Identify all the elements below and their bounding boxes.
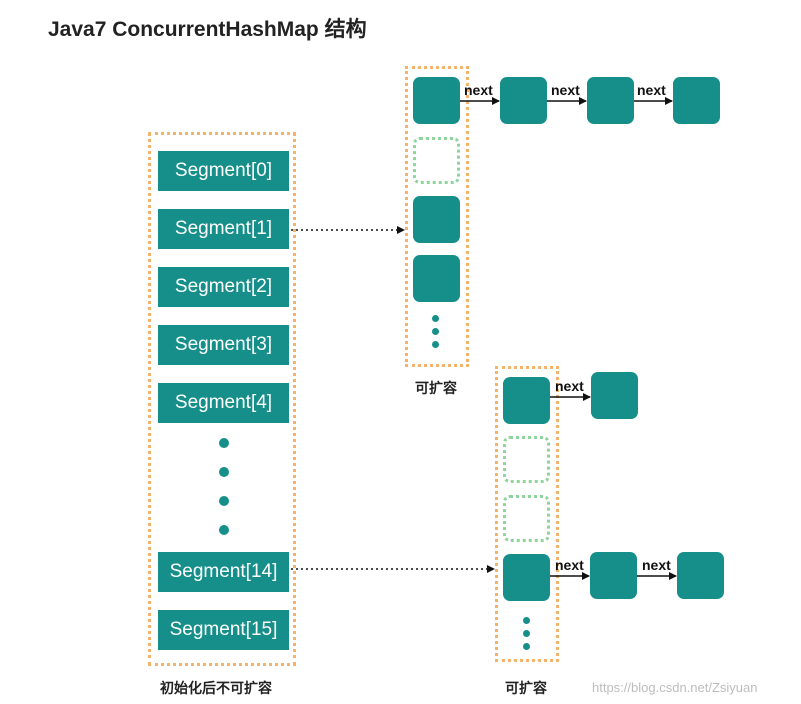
list-node — [673, 77, 720, 124]
table-bottom-slot-0 — [503, 377, 550, 424]
list-node — [587, 77, 634, 124]
ellipsis-dot — [219, 525, 229, 535]
next-label: next — [464, 82, 493, 98]
next-label: next — [555, 557, 584, 573]
segment-array-caption: 初始化后不可扩容 — [160, 680, 272, 696]
ellipsis-dot — [432, 315, 439, 322]
diagram-title: Java7 ConcurrentHashMap 结构 — [48, 18, 367, 41]
next-label: next — [555, 378, 584, 394]
ellipsis-dot — [219, 438, 229, 448]
segment-0: Segment[0] — [158, 151, 289, 191]
list-node — [591, 372, 638, 419]
segment-1: Segment[1] — [158, 209, 289, 249]
segment-3: Segment[3] — [158, 325, 289, 365]
table-bottom-slot-empty — [503, 495, 550, 542]
ellipsis-dot — [432, 328, 439, 335]
table-top-caption: 可扩容 — [415, 380, 457, 396]
table-top-slot-empty — [413, 137, 460, 184]
hash-table-bottom-frame — [495, 366, 559, 662]
list-node — [677, 552, 724, 599]
segment-15: Segment[15] — [158, 610, 289, 650]
table-bottom-slot-3 — [503, 554, 550, 601]
next-label: next — [642, 557, 671, 573]
list-node — [500, 77, 547, 124]
ellipsis-dot — [523, 630, 530, 637]
table-bottom-slot-empty — [503, 436, 550, 483]
table-top-slot-0 — [413, 77, 460, 124]
segment-array-frame — [148, 132, 296, 666]
next-label: next — [637, 82, 666, 98]
segment-14: Segment[14] — [158, 552, 289, 592]
segment-2: Segment[2] — [158, 267, 289, 307]
ellipsis-dot — [523, 643, 530, 650]
ellipsis-dot — [219, 496, 229, 506]
ellipsis-dot — [219, 467, 229, 477]
table-top-slot-2 — [413, 196, 460, 243]
table-top-slot-3 — [413, 255, 460, 302]
next-label: next — [551, 82, 580, 98]
hash-table-top-frame — [405, 66, 469, 367]
table-bottom-caption: 可扩容 — [505, 680, 547, 696]
segment-4: Segment[4] — [158, 383, 289, 423]
watermark: https://blog.csdn.net/Zsiyuan — [592, 680, 758, 695]
list-node — [590, 552, 637, 599]
ellipsis-dot — [432, 341, 439, 348]
ellipsis-dot — [523, 617, 530, 624]
